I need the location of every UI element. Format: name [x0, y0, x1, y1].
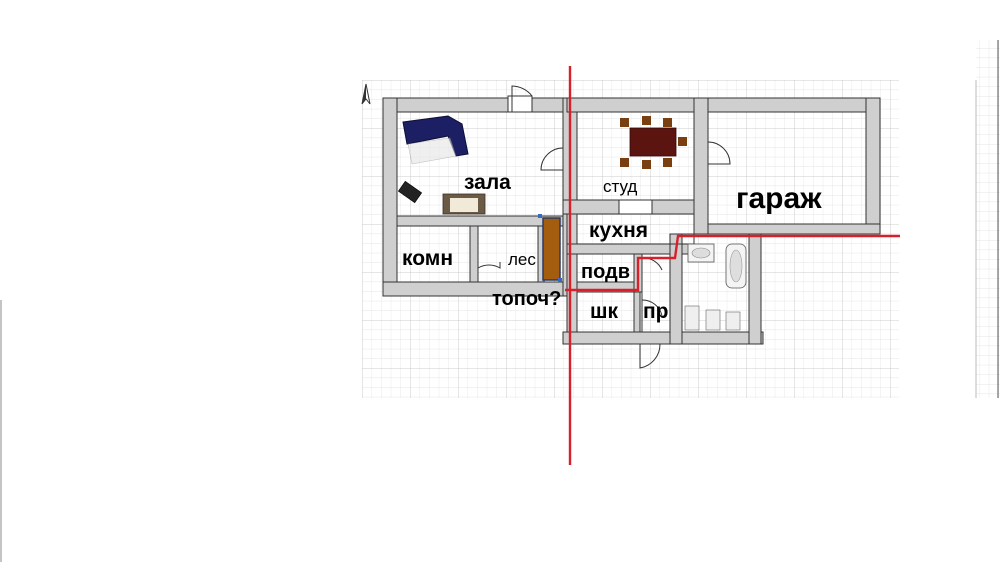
room-label-garazh: гараж: [736, 182, 822, 215]
door-icon: [477, 85, 731, 369]
dining-table-icon: [620, 116, 687, 169]
room-label-les: лес: [508, 250, 536, 269]
room-label-pr: пр: [643, 300, 669, 323]
sofa-icon: [402, 115, 469, 165]
room-label-topoch: топоч?: [492, 288, 562, 310]
room-label-komn: комн: [402, 247, 454, 270]
armchair-icon: [442, 193, 486, 215]
room-label-podv: подв: [581, 261, 631, 283]
bathtub-icon: [725, 243, 747, 289]
heater-icon: [538, 214, 562, 282]
tv-icon: [397, 180, 423, 204]
grid-strip-right: [976, 40, 1000, 398]
north-arrow-icon: [361, 83, 371, 105]
sink-icon: [687, 243, 715, 263]
room-label-zala: зала: [464, 171, 511, 194]
room-label-shk: шк: [590, 300, 619, 323]
room-floors: [396, 111, 867, 333]
annotation-lines: [565, 66, 900, 465]
toilet-icon: [684, 305, 741, 331]
room-label-stud: студ: [603, 177, 638, 196]
room-label-kukhnya: кухня: [589, 219, 649, 242]
